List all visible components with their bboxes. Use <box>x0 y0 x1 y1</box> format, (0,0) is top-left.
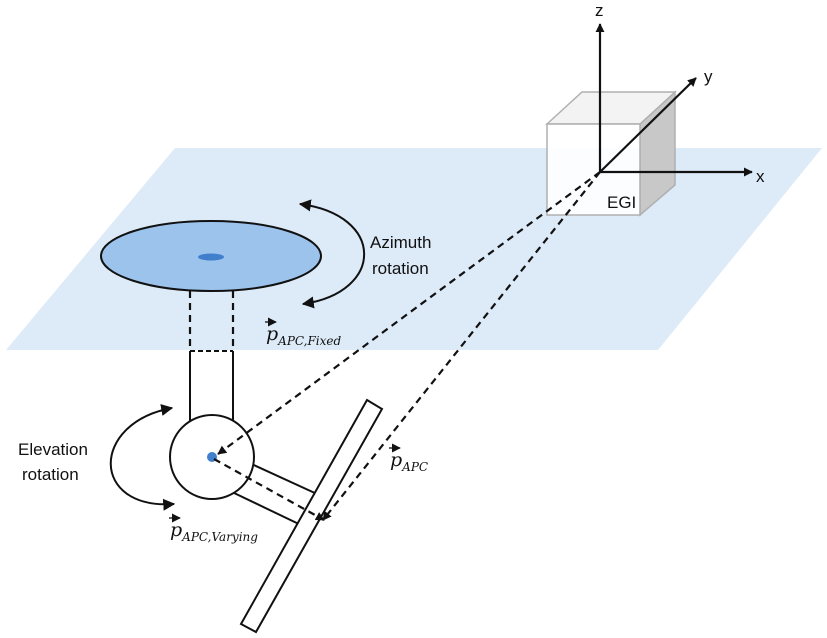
elevation-arm <box>231 460 318 527</box>
azimuth-rotation-label-line1: Azimuth <box>370 233 431 252</box>
svg-text:pAPC,Fixed: pAPC,Fixed <box>266 323 342 348</box>
label-p-apc-fixed: pAPC,Fixed <box>265 317 342 348</box>
azimuth-rotation-label-line2: rotation <box>372 259 429 278</box>
label-p-apc: pAPC <box>389 443 428 474</box>
svg-text:pAPC,Varying: pAPC,Varying <box>170 519 258 544</box>
y-axis-label: y <box>704 67 713 86</box>
svg-text:pAPC: pAPC <box>390 449 428 474</box>
egi-label: EGI <box>607 193 636 212</box>
label-p-apc-varying: pAPC,Varying <box>169 513 258 544</box>
y-axis <box>599 77 697 173</box>
antenna-panel <box>239 398 384 634</box>
elevation-rotation-label-line1: Elevation <box>18 440 88 459</box>
coordinate-axes <box>595 23 753 177</box>
x-axis-label: x <box>756 167 765 186</box>
azimuth-rotation-arrow <box>298 199 366 309</box>
vector-p-apc <box>322 171 601 521</box>
vector-p-apc-varying <box>213 458 325 521</box>
gimbal-post <box>189 350 234 422</box>
elevation-rotation-arrow <box>109 404 176 511</box>
azimuth-disc-center <box>198 253 224 261</box>
z-axis-label: z <box>595 1 604 20</box>
elevation-rotation-label-line2: rotation <box>22 465 79 484</box>
